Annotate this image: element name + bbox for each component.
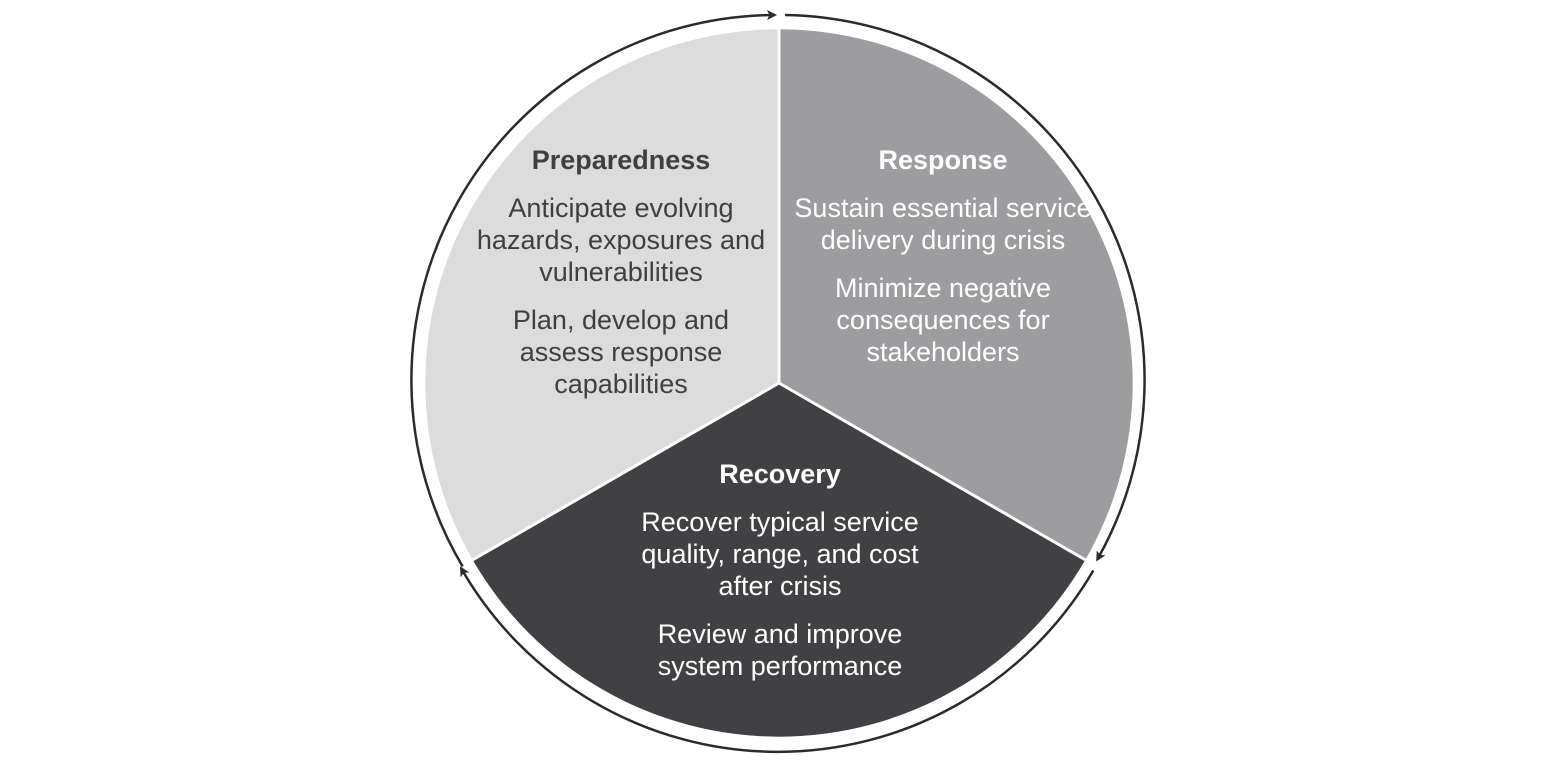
response-point-1: Sustain essential service delivery durin…	[794, 193, 1092, 255]
recovery-title: Recovery	[719, 459, 841, 489]
arrow-preparedness-to-response	[410, 10, 777, 568]
recovery-point-2: Review and improve system performance	[657, 619, 903, 681]
segment-response	[779, 29, 1133, 560]
response-point-2: Minimize negative consequences for stake…	[834, 273, 1052, 367]
preparedness-point-1: Anticipate evolving hazards, exposures a…	[476, 193, 766, 287]
preparedness-title: Preparedness	[531, 145, 711, 175]
preparedness-point-2: Plan, develop and assess response capabi…	[512, 305, 730, 399]
arrow-recovery-to-preparedness	[459, 566, 1095, 754]
segment-recovery	[472, 383, 1086, 737]
response-label-group: Response Sustain essential service deliv…	[793, 144, 1093, 384]
segment-preparedness	[425, 29, 779, 560]
preparedness-label-group: Preparedness Anticipate evolving hazards…	[471, 144, 771, 416]
arrow-response-to-recovery	[784, 13, 1146, 562]
cycle-arrows	[410, 10, 1146, 754]
recovery-point-1: Recover typical service quality, range, …	[641, 507, 919, 601]
recovery-label-group: Recovery Recover typical service quality…	[630, 458, 930, 698]
response-title: Response	[878, 145, 1008, 175]
segment-dividers	[464, 22, 1094, 566]
